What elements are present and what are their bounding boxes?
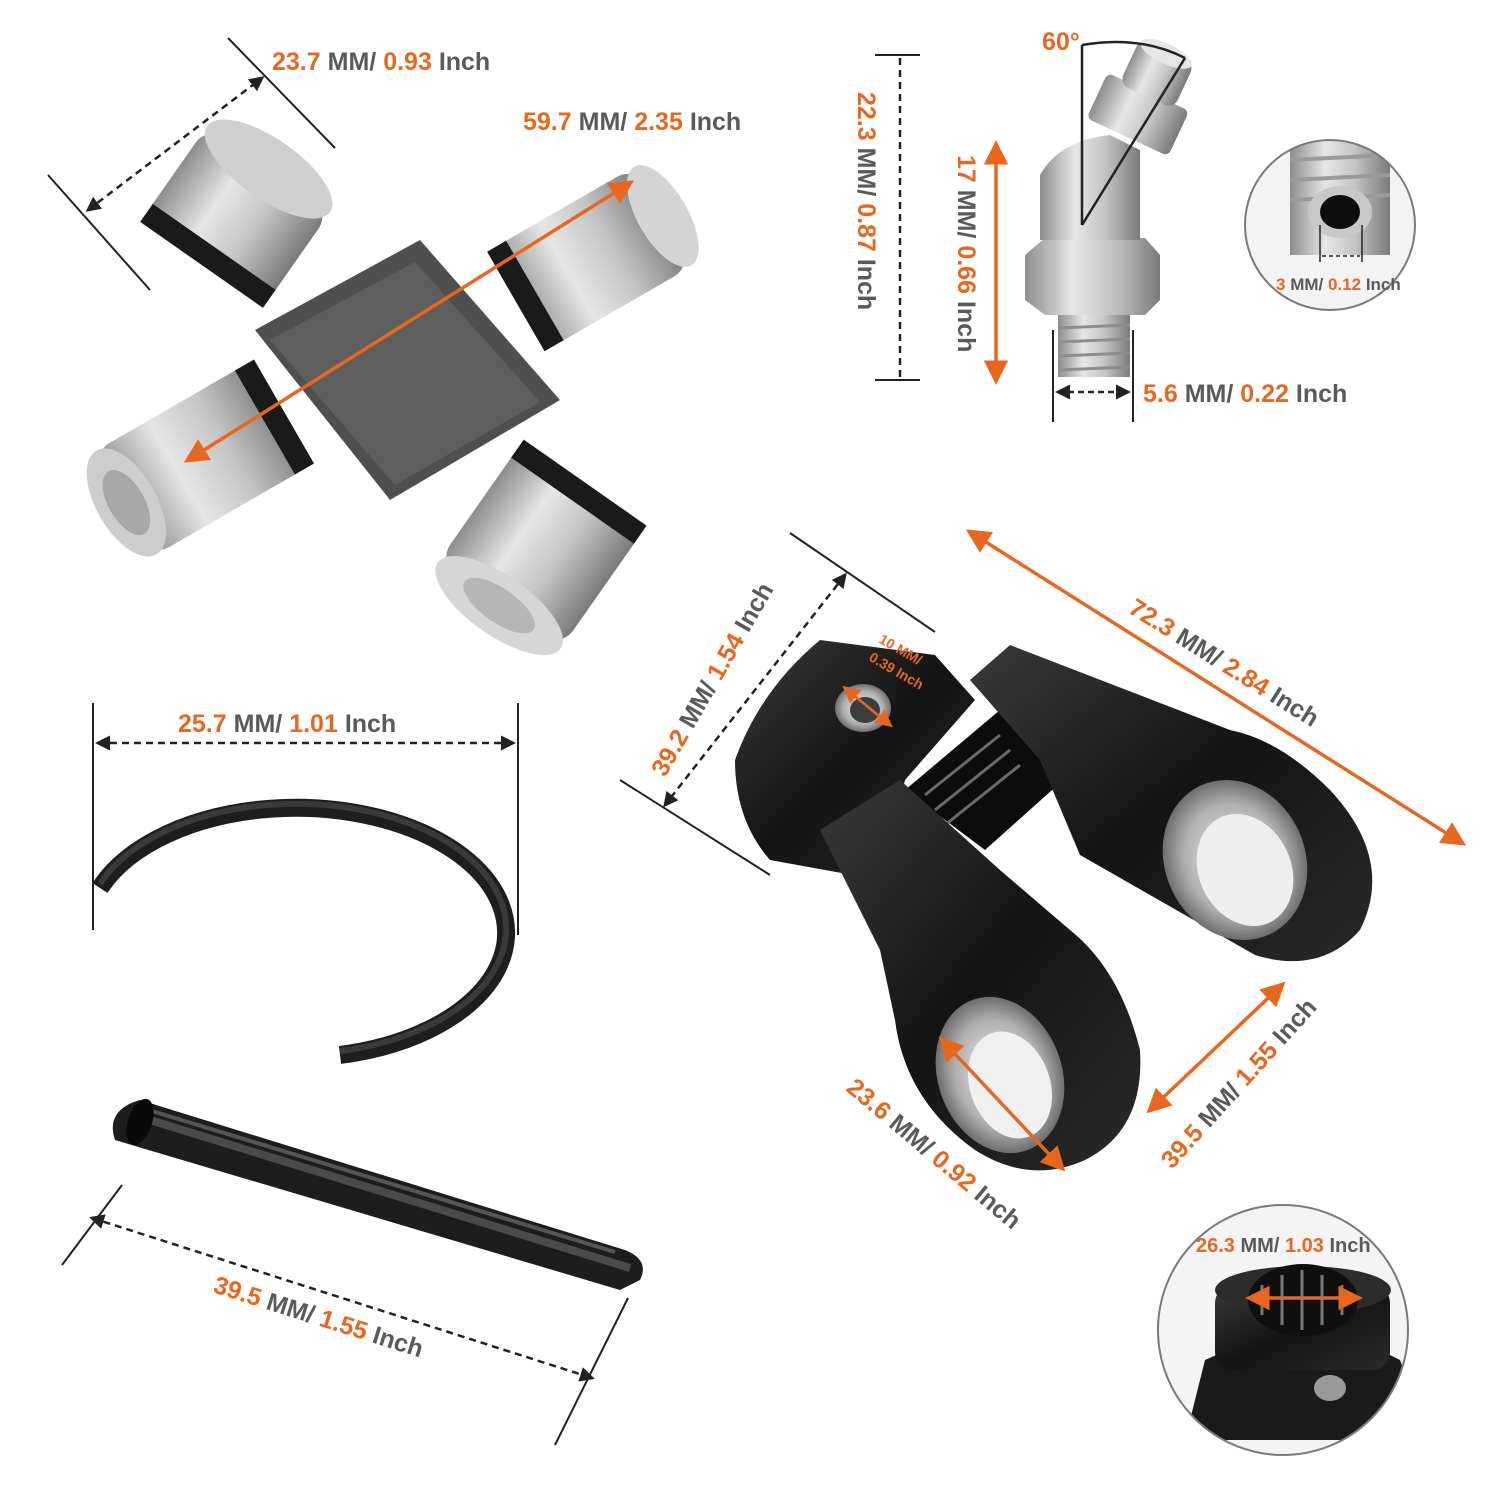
roll-pin-length-dimension: 39.5 MM/ 1.55 Inch [61, 1184, 629, 1446]
cap-diameter-inch-unit: Inch [439, 48, 490, 76]
cross-span-mm-unit: MM/ [579, 108, 628, 136]
cap-diameter-mm-unit: MM/ [328, 48, 377, 76]
svg-text:39.5 MM/ 1.55: 39.5 MM/ 1.55 Inch [210, 1271, 427, 1363]
yoke-hub-inch-unit: Inch [729, 578, 779, 637]
cross-span-dimension: 59.7 MM/ 2.35 Inch [183, 108, 741, 463]
svg-text:25.7 MM/ 1.01: 25.7 MM/ 1.01 Inch [178, 710, 396, 738]
ring-diameter-inch: 1.01 [289, 710, 338, 738]
yoke-ear-span-inch: 1.55 [1230, 1036, 1283, 1091]
spline-bore-mm-unit: MM/ [1241, 1235, 1280, 1257]
yoke-hub-inch: 1.54 [702, 628, 751, 684]
yoke-hub-mm: 39.2 [646, 725, 695, 781]
universal-joint-cross [86, 119, 699, 656]
cross-span-inch-unit: Inch [690, 108, 741, 136]
fitting-total-height-dimension: 22.3 MM/ 0.87 Inch [852, 54, 920, 381]
ring-diameter-dimension: 25.7 MM/ 1.01 Inch [92, 703, 519, 935]
fitting-thread-mm-unit: MM/ [1185, 380, 1234, 408]
fitting-hole-mm: 3 [1276, 275, 1285, 294]
ring-diameter-inch-unit: Inch [345, 710, 396, 738]
fitting-thread-inch: 0.22 [1240, 380, 1289, 408]
roll-pin-mm-unit: MM/ [263, 1288, 318, 1329]
yoke-ear-span-mm: 39.5 [1156, 1119, 1209, 1174]
fitting-total-mm-unit: MM/ [852, 148, 880, 197]
fitting-total-mm: 22.3 [852, 92, 880, 141]
yoke-hub-mm-unit: MM/ [674, 677, 723, 733]
fitting-angle-dimension: 60° [1042, 28, 1187, 226]
svg-text:3 MM/ 0.12 I: 3 MM/ 0.12 Inch [1276, 275, 1401, 294]
yoke-ear-span-inch-unit: Inch [1267, 993, 1322, 1050]
roll-pin-inch-unit: Inch [369, 1321, 426, 1363]
fitting-hole-inch: 0.12 [1328, 275, 1361, 294]
fitting-angle-label: 60° [1042, 28, 1080, 56]
snap-ring [92, 798, 516, 1064]
cap-diameter-inch: 0.93 [383, 48, 432, 76]
fitting-total-inch: 0.87 [852, 203, 880, 252]
fitting-body-inch: 0.66 [952, 245, 980, 294]
yoke-ear-hole-inch: 0.92 [926, 1145, 981, 1198]
fitting-hole-detail: 3 MM/ 0.12 Inch [1244, 139, 1416, 311]
ring-diameter-mm: 25.7 [178, 710, 227, 738]
fitting-body-mm: 17 [952, 155, 980, 183]
fitting-thread-inch-unit: Inch [1296, 380, 1347, 408]
grease-fitting [1025, 38, 1192, 377]
svg-text:23.7 MM/ 0.93: 23.7 MM/ 0.93 Inch [272, 48, 490, 76]
fitting-body-inch-unit: Inch [952, 301, 980, 352]
yoke-ear-hole-mm: 23.6 [841, 1073, 896, 1126]
spline-bore-inch: 1.03 [1285, 1235, 1324, 1257]
ring-diameter-mm-unit: MM/ [234, 710, 283, 738]
yoke-ear-hole-inch-unit: Inch [969, 1180, 1026, 1234]
yoke-ear-hole-mm-unit: MM/ [884, 1109, 939, 1162]
fitting-hole-mm-unit: MM/ [1290, 275, 1323, 294]
cap-diameter-mm: 23.7 [272, 48, 321, 76]
svg-text:39.5 MM/ 1.55: 39.5 MM/ 1.55 Inch [1156, 993, 1323, 1174]
svg-text:59.7 MM/ 2.35: 59.7 MM/ 2.35 Inch [523, 108, 741, 136]
fitting-thread-mm: 5.6 [1143, 380, 1178, 408]
fitting-body-mm-unit: MM/ [952, 190, 980, 239]
cap-diameter-dimension: 23.7 MM/ 0.93 Inch [47, 37, 490, 291]
fitting-total-inch-unit: Inch [852, 259, 880, 310]
fitting-hole-inch-unit: Inch [1366, 275, 1401, 294]
fitting-body-height-dimension: 17 MM/ 0.66 Inch [952, 140, 1009, 385]
yoke-ear-span-dimension: 39.5 MM/ 1.55 Inch [1146, 981, 1323, 1174]
svg-text:26.3 MM/ 1.03: 26.3 MM/ 1.03 Inch [1196, 1235, 1371, 1257]
spline-bore-detail: 26.3 MM/ 1.03 Inch [1157, 1204, 1409, 1456]
svg-text:22.3 MM/ 0.87: 22.3 MM/ 0.87 Inch [852, 92, 880, 310]
spline-bore-inch-unit: Inch [1329, 1235, 1370, 1257]
cross-span-inch: 2.35 [634, 108, 683, 136]
svg-text:17 MM/ 0.66: 17 MM/ 0.66 Inch [952, 155, 980, 352]
fitting-thread-dimension: 5.6 MM/ 0.22 Inch [1052, 330, 1347, 422]
svg-text:5.6 MM/ 0.22: 5.6 MM/ 0.22 Inch [1143, 380, 1347, 408]
splined-yoke [735, 640, 1373, 1171]
roll-pin [112, 1098, 643, 1290]
yoke-ear-span-mm-unit: MM/ [1193, 1078, 1246, 1133]
cross-span-mm: 59.7 [523, 108, 572, 136]
spline-bore-mm: 26.3 [1196, 1235, 1235, 1257]
roll-pin-mm: 39.5 [210, 1271, 265, 1312]
roll-pin-inch: 1.55 [316, 1304, 371, 1345]
